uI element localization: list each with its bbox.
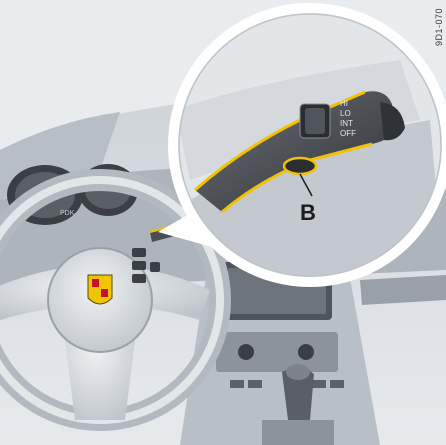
position-off: OFF [340, 129, 356, 138]
crest-emblem [88, 275, 112, 304]
button-b [284, 158, 316, 174]
callout-label-b: B [300, 200, 316, 225]
position-hi: HI [340, 99, 348, 108]
figure-code: 9D1-070 [434, 8, 444, 46]
position-lo: LO [340, 109, 351, 118]
position-int: INT [340, 119, 353, 128]
climate-panel [216, 332, 338, 372]
right-vent [360, 275, 446, 305]
dash-label: PDK [60, 210, 75, 217]
